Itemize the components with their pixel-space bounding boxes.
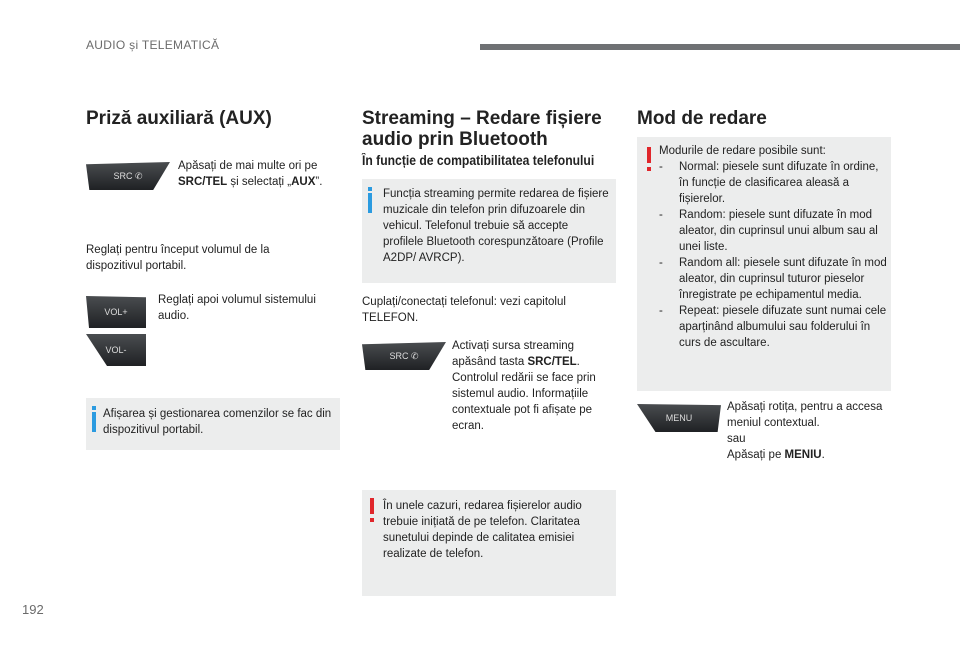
- modes-text: Modurile de redare posibile sunt: - Norma…: [659, 143, 887, 351]
- header-bar: [480, 44, 960, 50]
- vol-minus-button: VOL-: [86, 334, 146, 366]
- t: AUX: [291, 176, 316, 188]
- mode-item: - Random: piesele sunt difuzate în mod al…: [659, 207, 887, 255]
- pair-text: Cuplați/conectați telefonul: vezi capito…: [362, 296, 566, 324]
- t: Apăsați rotița, pentru a accesa meniul c…: [727, 401, 883, 429]
- vol-plus-button: VOL+: [86, 296, 146, 328]
- info-text: Funcția streaming permite redarea de fiș…: [383, 188, 609, 264]
- t: sau: [727, 433, 746, 445]
- t: și selectați „: [227, 176, 292, 188]
- aux-step3: Reglați apoi volumul sistemului audio.: [158, 294, 316, 322]
- t: SRC/TEL: [527, 356, 577, 368]
- dash: -: [659, 209, 663, 221]
- t: Repeat: piesele difuzate sunt numai cele…: [679, 305, 887, 349]
- streaming-subtitle: În funcție de compatibilitatea telefonul…: [362, 153, 595, 168]
- modes-warning-box: Modurile de redare posibile sunt: - Norma…: [637, 137, 891, 391]
- src-tel-button: SRC ✆: [362, 342, 446, 370]
- t: . Controlul redării se face prin sistemu…: [452, 356, 596, 432]
- aux-step2: Reglați pentru început volumul de la dis…: [86, 244, 270, 272]
- t: SRC/TEL: [178, 176, 228, 188]
- t: Apăsați pe MENIU.: [727, 447, 892, 463]
- streaming-warning-box: În unele cazuri, redarea fișierelor audi…: [362, 490, 616, 596]
- t: Apăsați de mai multe ori pe: [178, 160, 318, 172]
- t: Random all: piesele sunt difuzate în mod…: [679, 257, 887, 301]
- mode-item: - Repeat: piesele difuzate sunt numai cel…: [659, 303, 887, 351]
- streaming-step: Activați sursa streaming apăsând tasta S…: [452, 338, 612, 434]
- page-number: 192: [22, 602, 44, 617]
- t: MENIU: [784, 449, 822, 461]
- warning-icon: [647, 147, 651, 171]
- mode-item: - Random all: piesele sunt difuzate în mo…: [659, 255, 887, 303]
- phone-icon: ✆: [410, 350, 419, 361]
- src-label: SRC: [113, 171, 133, 181]
- aux-title: Priză auxiliară (AUX): [86, 108, 272, 129]
- aux-info-box: Afișarea și gestionarea comenzilor se fa…: [86, 398, 340, 450]
- aux-step1: Apăsați de mai multe ori pe SRC/TEL și s…: [178, 158, 343, 190]
- info-text: Afișarea și gestionarea comenzilor se fa…: [103, 408, 332, 436]
- warning-text: În unele cazuri, redarea fișierelor audi…: [383, 500, 582, 560]
- dash: -: [659, 257, 663, 269]
- menu-step: Apăsați rotița, pentru a accesa meniul c…: [727, 399, 892, 463]
- menu-button: MENU: [637, 404, 721, 432]
- streaming-info-box: Funcția streaming permite redarea de fiș…: [362, 179, 616, 283]
- streaming-title: Streaming – Redare fișiere audio prin Bl…: [362, 108, 602, 150]
- src-tel-button: SRC ✆: [86, 162, 170, 190]
- src-label: SRC: [389, 351, 409, 361]
- section-header: AUDIO și TELEMATICĂ: [86, 38, 220, 52]
- dash: -: [659, 161, 663, 173]
- info-icon: [368, 187, 372, 213]
- info-icon: [92, 406, 96, 432]
- t: Activați sursa streaming apăsând tasta: [452, 340, 575, 368]
- playback-mode-title: Mod de redare: [637, 108, 767, 129]
- modes-intro: Modurile de redare posibile sunt:: [659, 145, 826, 157]
- dash: -: [659, 305, 663, 317]
- warning-icon: [370, 498, 374, 522]
- t: ”.: [315, 176, 323, 188]
- t: .: [821, 449, 825, 461]
- t: Normal: piesele sunt difuzate în ordine,…: [679, 161, 879, 205]
- mode-item: - Normal: piesele sunt difuzate în ordine…: [659, 159, 887, 207]
- t: Random: piesele sunt difuzate în mod ale…: [679, 209, 878, 253]
- t: Apăsați pe: [727, 449, 785, 461]
- phone-icon: ✆: [134, 170, 143, 181]
